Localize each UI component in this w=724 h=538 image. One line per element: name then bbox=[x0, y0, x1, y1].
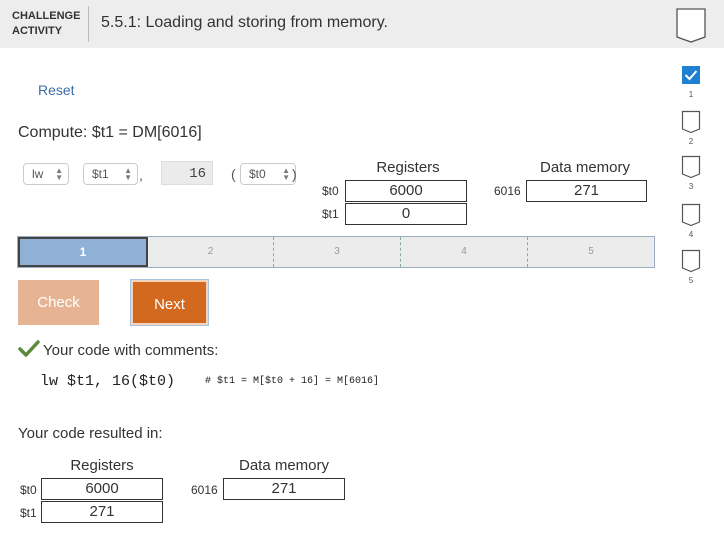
bookmark-icon[interactable] bbox=[675, 7, 707, 48]
result-registers-title: Registers bbox=[70, 457, 134, 474]
activity-header: CHALLENGE ACTIVITY 5.5.1: Loading and st… bbox=[0, 0, 724, 48]
feedback-heading: Your code with comments: bbox=[43, 342, 219, 359]
code-line: lw $t1, 16($t0) bbox=[40, 373, 176, 390]
sidebar-item-label: 3 bbox=[688, 182, 694, 191]
header-divider bbox=[88, 6, 89, 42]
bookmark-icon bbox=[681, 249, 701, 273]
register-value: 6000 bbox=[41, 478, 163, 500]
sidebar-item-1[interactable]: 1 bbox=[681, 65, 701, 99]
register-value: 271 bbox=[41, 501, 163, 523]
register-name: $t1 bbox=[20, 506, 37, 520]
sidebar-item-label: 5 bbox=[688, 276, 694, 285]
progress-step[interactable]: 3 bbox=[274, 237, 401, 267]
dest-register-select[interactable]: $t1 ▲▼ bbox=[83, 163, 138, 185]
register-value: 0 bbox=[345, 203, 467, 225]
compute-prompt: Compute: $t1 = DM[6016] bbox=[18, 124, 202, 141]
chevron-updown-icon: ▲▼ bbox=[282, 166, 290, 182]
register-value: 6000 bbox=[345, 180, 467, 202]
sidebar-item-4[interactable]: 4 bbox=[681, 203, 701, 239]
base-register-select[interactable]: $t0 ▲▼ bbox=[240, 163, 296, 185]
bookmark-icon bbox=[681, 203, 701, 227]
completed-checkbox-icon bbox=[682, 66, 700, 84]
progress-step[interactable]: 5 bbox=[588, 246, 594, 257]
chevron-updown-icon: ▲▼ bbox=[55, 166, 63, 182]
sidebar-item-label: 2 bbox=[688, 137, 694, 146]
comma-separator: , bbox=[139, 167, 143, 183]
memory-value: 271 bbox=[223, 478, 345, 500]
result-heading: Your code resulted in: bbox=[18, 425, 163, 442]
next-button[interactable]: Next bbox=[131, 280, 208, 325]
step-progress-bar: 1 2 3 4 5 bbox=[17, 236, 655, 268]
memory-title: Data memory bbox=[539, 159, 631, 176]
sidebar-item-5[interactable]: 5 bbox=[681, 249, 701, 285]
result-memory-title: Data memory bbox=[238, 457, 330, 474]
sidebar-item-label: 4 bbox=[688, 230, 694, 239]
opcode-select[interactable]: lw ▲▼ bbox=[23, 163, 69, 185]
checkmark-icon bbox=[18, 340, 40, 363]
reset-link[interactable]: Reset bbox=[38, 82, 75, 98]
registers-title: Registers bbox=[376, 159, 440, 176]
memory-address: 6016 bbox=[191, 483, 218, 497]
register-name: $t0 bbox=[322, 184, 339, 198]
chevron-updown-icon: ▲▼ bbox=[124, 166, 132, 182]
memory-value: 271 bbox=[526, 180, 647, 202]
bookmark-icon bbox=[681, 155, 701, 179]
offset-input[interactable]: 16 bbox=[161, 161, 213, 185]
activity-title: 5.5.1: Loading and storing from memory. bbox=[101, 14, 388, 31]
progress-step[interactable]: 1 bbox=[18, 237, 148, 267]
code-comment: # $t1 = M[$t0 + 16] = M[6016] bbox=[205, 376, 380, 387]
memory-address: 6016 bbox=[494, 184, 521, 198]
register-name: $t0 bbox=[20, 483, 37, 497]
sidebar-item-3[interactable]: 3 bbox=[681, 155, 701, 191]
progress-step[interactable]: 4 bbox=[401, 237, 528, 267]
activity-type-label: CHALLENGE ACTIVITY bbox=[12, 10, 81, 37]
bookmark-icon bbox=[681, 110, 701, 134]
progress-step[interactable]: 2 bbox=[148, 237, 274, 267]
open-paren: ( bbox=[231, 166, 236, 182]
register-name: $t1 bbox=[322, 207, 339, 221]
close-paren: ) bbox=[292, 166, 297, 182]
sidebar-item-2[interactable]: 2 bbox=[681, 110, 701, 146]
sidebar-item-label: 1 bbox=[688, 90, 694, 99]
check-button[interactable]: Check bbox=[18, 280, 99, 325]
